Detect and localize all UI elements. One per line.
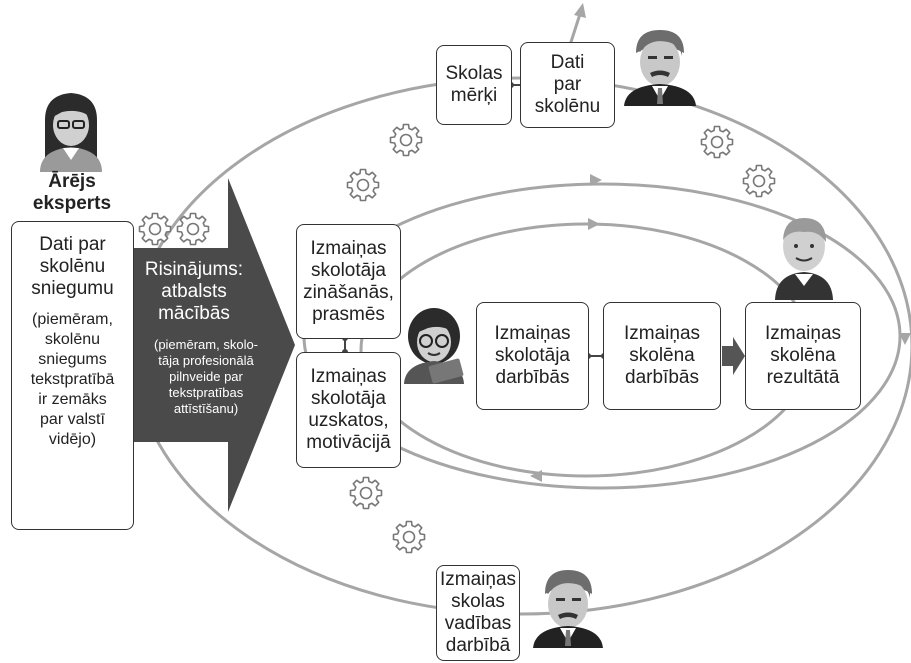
student-data-box: Dati par skolēnu: [520, 42, 615, 128]
teacher-attitudes-box: Izmaiņas skolotāja uzskatos, motivācijā: [296, 352, 401, 468]
student-results-text: Izmaiņas skolēna rezultātā: [764, 323, 842, 388]
solution-note: (piemēram, skolo- tāja profesionālā piln…: [153, 337, 259, 416]
teacher-attitudes-text: Izmaiņas skolotāja uzskatos, motivācijā: [306, 366, 391, 453]
student-data-text: Dati par skolēnu: [534, 52, 601, 117]
student-performance-title: Dati par skolēnu sniegumu: [31, 234, 114, 299]
teacher-knowledge-box: Izmaiņas skolotāja zināšanās, prasmēs: [296, 224, 401, 339]
gear-icon: [176, 212, 210, 246]
man-leader-icon: [533, 570, 603, 648]
teacher-icon: [404, 308, 464, 384]
loop-arrow-inner-top: [588, 218, 600, 230]
student-performance-data-box: Dati par skolēnu sniegumu (piemēram, sko…: [11, 221, 134, 530]
student-performance-note: (piemēram, skolēnu sniegums tekstpratībā…: [30, 311, 115, 448]
school-leadership-text: Izmaiņas skolas vadības darbībā: [439, 569, 517, 656]
school-goals-box: Skolas mērķi: [436, 45, 512, 125]
teacher-actions-box: Izmaiņas skolotāja darbībās: [476, 302, 589, 410]
arrow-to-results: [722, 337, 745, 375]
gear-icon: [346, 168, 380, 202]
teacher-knowledge-text: Izmaiņas skolotāja zināšanās, prasmēs: [303, 237, 394, 325]
woman-expert-icon: [40, 93, 102, 172]
gear-icon: [392, 520, 426, 554]
man-principal-icon: [624, 30, 696, 106]
external-expert-label: Ārējs eksperts: [32, 171, 112, 214]
school-leadership-box: Izmaiņas skolas vadības darbībā: [436, 565, 520, 661]
gear-icon: [389, 123, 423, 157]
student-actions-box: Izmaiņas skolēna darbībās: [603, 302, 721, 410]
student-icon: [775, 218, 833, 300]
school-goals-text: Skolas mērķi: [445, 63, 503, 106]
gear-icon: [742, 164, 776, 198]
loop-arrow-inner-bottom: [530, 470, 542, 482]
teacher-actions-text: Izmaiņas skolotāja darbībās: [494, 323, 571, 388]
gear-icon: [349, 476, 383, 510]
outward-arrow-head: [574, 3, 586, 18]
loop-arrow-right: [899, 333, 911, 345]
gear-icon: [700, 125, 734, 159]
gear-icon: [138, 212, 172, 246]
solution-arrow: [133, 178, 295, 512]
student-results-box: Izmaiņas skolēna rezultātā: [745, 302, 861, 410]
loop-arrow-top: [590, 174, 602, 186]
solution-title: Risinājums: atbalsts mācībās: [144, 259, 244, 324]
student-actions-text: Izmaiņas skolēna darbībās: [623, 323, 701, 388]
